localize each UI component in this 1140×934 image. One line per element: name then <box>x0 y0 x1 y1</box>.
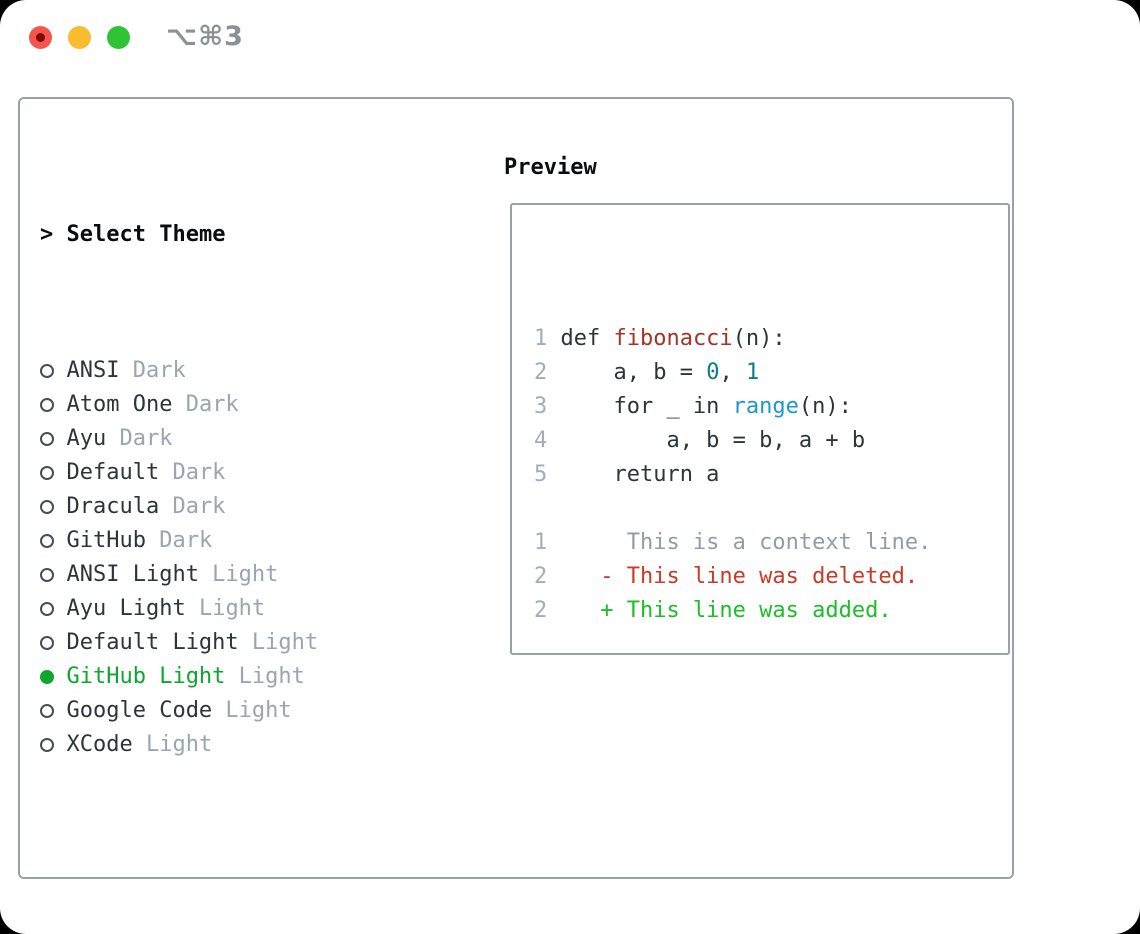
radio-icon <box>40 490 66 524</box>
titlebar: ⌥⌘3 <box>0 0 1140 76</box>
theme-item-label: ANSI <box>66 358 120 383</box>
theme-item-ansi[interactable]: ANSI Dark <box>40 354 500 388</box>
theme-item-dracula[interactable]: Dracula Dark <box>40 490 500 524</box>
theme-item-label: XCode <box>66 732 133 757</box>
line-number: 2 <box>534 564 548 589</box>
code-token: (n): <box>798 394 852 419</box>
theme-variant-label: Dark <box>172 392 239 417</box>
theme-item-xcode[interactable]: XCode Light <box>40 728 500 762</box>
theme-item-label: Google Code <box>66 698 213 723</box>
theme-variant-label: Dark <box>145 528 213 553</box>
theme-variant-label: Light <box>198 562 279 587</box>
prompt-icon: > <box>40 222 67 247</box>
close-dot-icon <box>36 33 45 42</box>
radio-selected-icon <box>40 660 66 694</box>
close-button[interactable] <box>29 26 52 49</box>
deleted-line: 2 - This line was deleted. <box>534 560 1008 594</box>
code-token: fibonacci <box>613 326 733 351</box>
preview-header: Preview <box>504 155 597 180</box>
code-token: This is a context line. <box>560 530 932 555</box>
theme-item-github[interactable]: GitHub Dark <box>40 524 500 558</box>
code-token: + This line was added. <box>560 598 892 623</box>
theme-item-label: Default <box>66 460 160 485</box>
code-token: , <box>719 360 746 385</box>
theme-variant-label: Dark <box>159 460 226 485</box>
theme-variant-label: Dark <box>106 426 173 451</box>
line-number: 1 <box>534 326 548 351</box>
line-number: 2 <box>534 598 548 623</box>
radio-icon <box>40 524 66 558</box>
select-theme-header: > Select Theme <box>40 218 500 252</box>
code-line: 4 a, b = b, a + b <box>534 424 1008 458</box>
theme-item-label: GitHub <box>66 528 146 553</box>
theme-variant-label: Light <box>132 732 213 757</box>
theme-item-default-light[interactable]: Default Light Light <box>40 626 500 660</box>
theme-variant-label: Light <box>212 698 292 723</box>
theme-item-ayu-light[interactable]: Ayu Light Light <box>40 592 500 626</box>
theme-variant-label: Dark <box>119 358 186 383</box>
code-token: 0 <box>706 360 720 385</box>
theme-variant-label: Dark <box>159 494 226 519</box>
code-line: 1 def fibonacci(n): <box>534 322 1008 356</box>
code-token: a, b = b, a + b <box>560 428 866 453</box>
line-number: 3 <box>534 394 548 419</box>
code-line: 2 a, b = 0, 1 <box>534 356 1008 390</box>
theme-variant-label: Light <box>238 630 319 655</box>
theme-item-label: ANSI Light <box>66 562 199 587</box>
code-token: a, b = <box>560 360 707 385</box>
code-token: def <box>560 326 614 351</box>
theme-item-google-code[interactable]: Google Code Light <box>40 694 500 728</box>
radio-icon <box>40 422 66 456</box>
radio-icon <box>40 388 66 422</box>
line-number: 4 <box>534 428 548 453</box>
blank-line <box>534 492 1008 526</box>
code-token: (n): <box>732 326 786 351</box>
line-number: 5 <box>534 462 548 487</box>
window-title: ⌥⌘3 <box>166 21 244 52</box>
theme-item-label: Atom One <box>66 392 173 417</box>
zoom-button[interactable] <box>107 26 130 49</box>
theme-item-default[interactable]: Default Dark <box>40 456 500 490</box>
radio-icon <box>40 456 66 490</box>
line-number: 2 <box>534 360 548 385</box>
code-line: 3 for _ in range(n): <box>534 390 1008 424</box>
radio-icon <box>40 728 66 762</box>
radio-icon <box>40 592 66 626</box>
minimize-button[interactable] <box>68 26 91 49</box>
line-number: 1 <box>534 530 548 555</box>
added-line: 2 + This line was added. <box>534 594 1008 628</box>
radio-icon <box>40 558 66 592</box>
code-token: - This line was deleted. <box>560 564 919 589</box>
code-token: 1 <box>745 360 760 385</box>
theme-item-label: GitHub Light <box>66 664 226 689</box>
radio-icon <box>40 626 66 660</box>
theme-item-label: Default Light <box>66 630 239 655</box>
theme-item-label: Ayu Light <box>66 596 186 621</box>
context-line: 1 This is a context line. <box>534 526 1008 560</box>
code-token: return a <box>560 462 720 487</box>
code-token: range <box>732 394 799 419</box>
select-theme-label: Select Theme <box>66 222 226 247</box>
theme-item-label: Ayu <box>66 426 107 451</box>
theme-variant-label: Light <box>185 596 266 621</box>
theme-item-label: Dracula <box>66 494 160 519</box>
code-line: 5 return a <box>534 458 1008 492</box>
spacer <box>40 864 500 898</box>
theme-item-ansi-light[interactable]: ANSI Light Light <box>40 558 500 592</box>
theme-item-github-light[interactable]: GitHub Light Light <box>40 660 500 694</box>
radio-icon <box>40 354 66 388</box>
theme-item-atom-one[interactable]: Atom One Dark <box>40 388 500 422</box>
theme-item-ayu[interactable]: Ayu Dark <box>40 422 500 456</box>
radio-icon <box>40 694 66 728</box>
theme-variant-label: Light <box>225 664 305 689</box>
code-token: for _ in <box>560 394 733 419</box>
